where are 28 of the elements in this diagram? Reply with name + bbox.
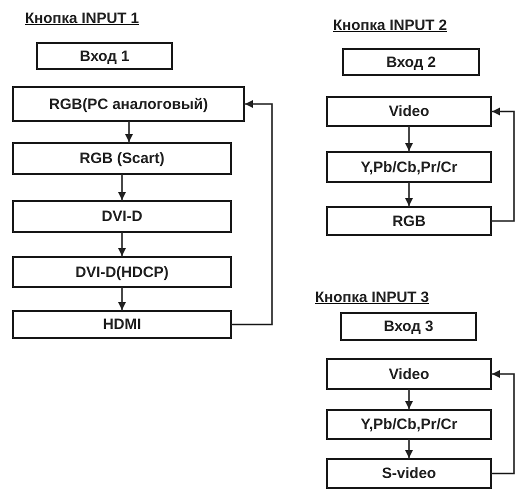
process-box: Video — [326, 358, 492, 390]
arrow — [405, 183, 413, 206]
arrow — [405, 127, 413, 151]
process-box: Вход 2 — [342, 48, 480, 76]
arrow — [405, 390, 413, 409]
process-box: Y,Pb/Cb,Pr/Cr — [326, 151, 492, 183]
arrow — [492, 370, 515, 474]
process-box: Y,Pb/Cb,Pr/Cr — [326, 409, 492, 440]
section-heading: Кнопка INPUT 2 — [333, 17, 447, 34]
section-heading: Кнопка INPUT 1 — [25, 10, 139, 27]
process-box: RGB — [326, 206, 492, 236]
process-box: Вход 1 — [36, 42, 173, 70]
process-box: S-video — [326, 458, 492, 489]
process-box: RGB(PC аналоговый) — [12, 86, 245, 122]
section-heading: Кнопка INPUT 3 — [315, 289, 429, 306]
process-box: DVI-D — [12, 200, 232, 233]
process-box: Video — [326, 96, 492, 127]
arrow — [118, 288, 126, 310]
arrow — [405, 440, 413, 458]
arrow — [118, 175, 126, 200]
arrow — [118, 233, 126, 256]
process-box: Вход 3 — [340, 312, 477, 341]
arrow — [125, 122, 133, 142]
process-box: RGB (Scart) — [12, 142, 232, 175]
process-box: HDMI — [12, 310, 232, 339]
process-box: DVI-D(HDCP) — [12, 256, 232, 288]
arrow — [232, 100, 273, 326]
arrow — [492, 108, 515, 222]
